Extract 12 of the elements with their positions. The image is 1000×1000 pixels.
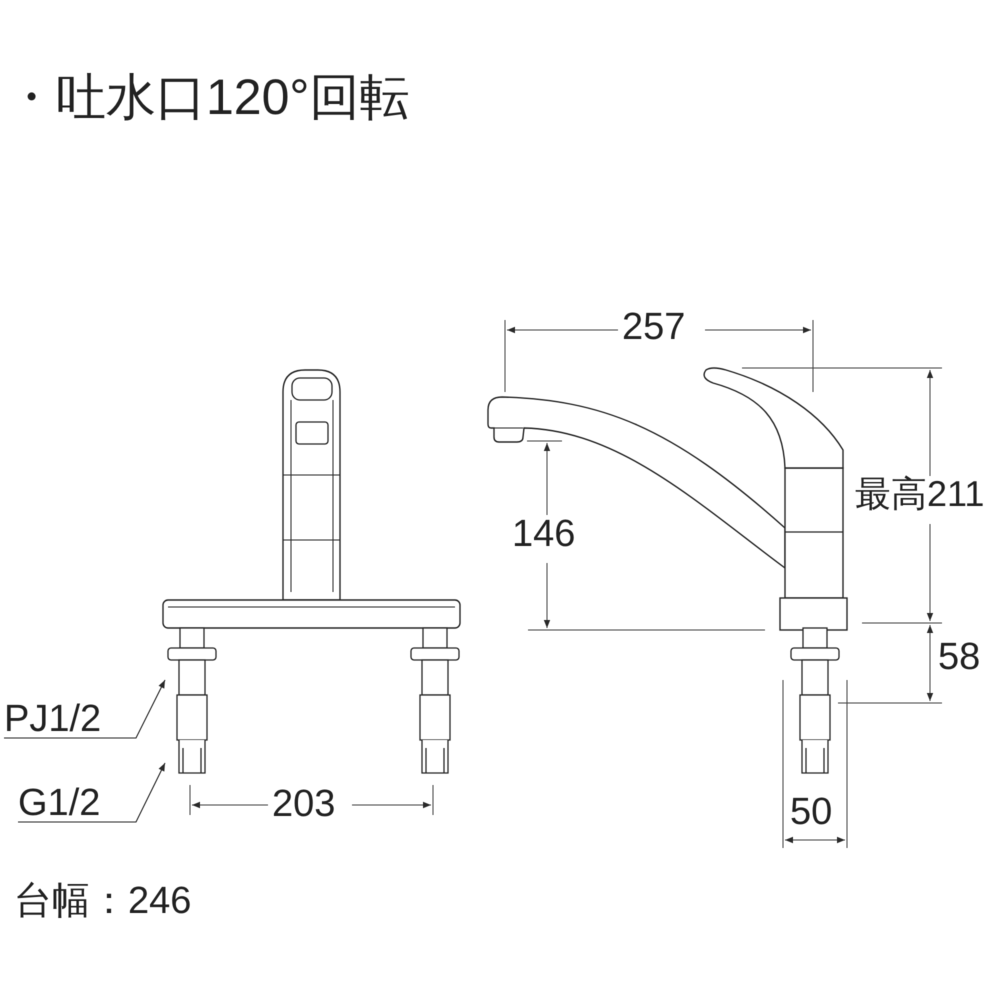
callout-label: G1/2	[18, 784, 100, 822]
leader-line	[18, 762, 166, 823]
dimension-label: 台幅：246	[14, 882, 192, 920]
dimension-label: 146	[512, 515, 576, 553]
dimension-label: 最高211	[855, 476, 984, 512]
dimension-label: 257	[622, 308, 686, 346]
leader-line	[4, 680, 166, 739]
callout-label: PJ1/2	[4, 700, 102, 738]
dimension-label: 58	[938, 638, 980, 676]
dimension-label: 50	[790, 793, 832, 831]
title: ・吐水口120°回転	[6, 72, 410, 122]
dimension-label: 203	[272, 785, 336, 823]
